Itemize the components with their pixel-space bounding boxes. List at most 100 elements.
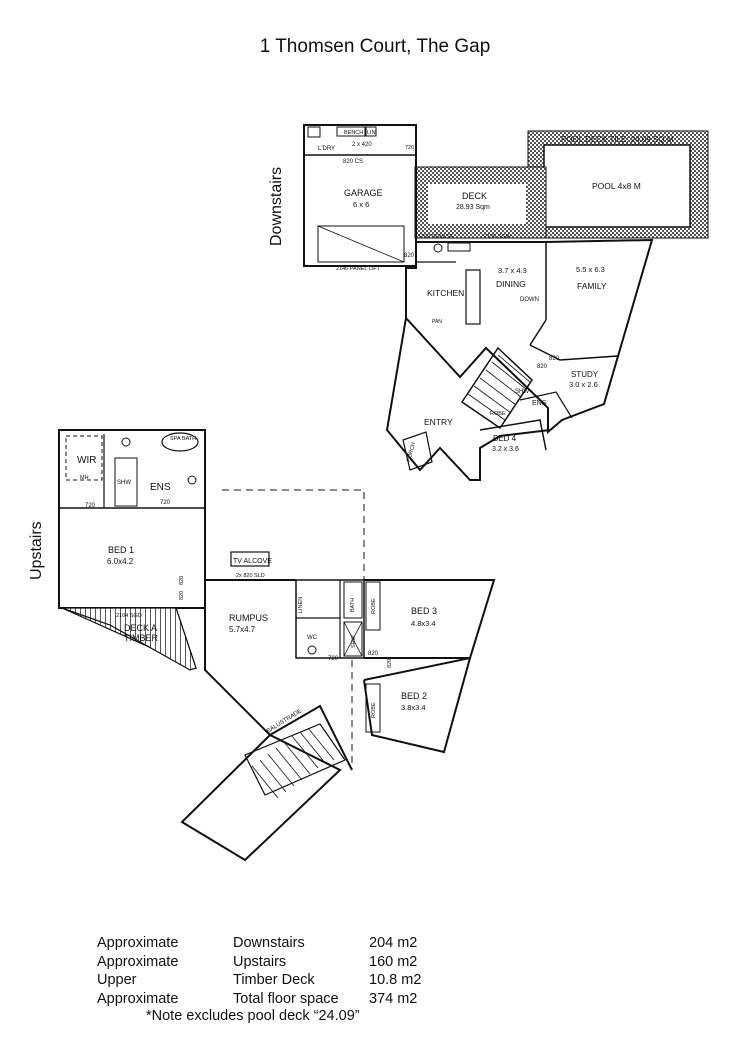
upstairs-text: WIR MH SPA BATH SHW ENS 720 720 BED 1 6.… — [77, 436, 437, 735]
pool-deck-note: *Note excludes pool deck “24.09” — [146, 1008, 360, 1024]
porch-box — [402, 431, 433, 471]
sld-label: 2x 820 SLD — [236, 573, 265, 579]
pool — [543, 144, 691, 228]
garage-label: GARAGE — [344, 188, 383, 198]
bed3-dim: 4.8x3.4 — [411, 619, 436, 628]
ens-label-up: ENS — [150, 482, 171, 493]
pool-label: POOL 4x8 M — [592, 181, 641, 191]
summary-area-name: Total floor space — [233, 990, 339, 1007]
wir-rail — [65, 435, 103, 481]
down-label: DOWN — [520, 297, 539, 303]
summary-area-name: Downstairs — [233, 935, 305, 951]
summary-row: Upper Timber Deck 10.8 m2 — [97, 971, 449, 990]
mh-label: MH — [80, 475, 89, 481]
lin-label: LIN — [367, 130, 376, 136]
bath-tub — [343, 581, 363, 619]
pool-deck-label: POOL DECK TILE: 24.09 SQ M — [561, 135, 674, 144]
bed2-walls — [363, 656, 472, 754]
dining-dim: 3.7 x 4.3 — [498, 266, 527, 275]
kitchen-island — [465, 269, 481, 325]
door-820-b: 820 — [549, 356, 560, 362]
bed2-label: BED 2 — [401, 691, 427, 701]
sgw-label: 1200 SGW SF — [418, 234, 454, 240]
entry-label: ENTRY — [424, 417, 453, 427]
ldry-label: L'DRY — [318, 146, 335, 152]
bed1-dim: 6.0x4.2 — [107, 557, 134, 566]
door-720-wir: 720 — [85, 503, 96, 509]
summary-area-value: 160 m2 — [369, 953, 418, 970]
summary-qualifier: Upper — [97, 972, 137, 989]
robe-bed2 — [365, 683, 381, 733]
study-dim: 3.0 x 2.6 — [569, 380, 598, 389]
summary-qualifier: Approximate — [97, 935, 179, 951]
deck-dim: 28.93 Sqm — [456, 204, 490, 211]
summary-area-value: 10.8 m2 — [369, 972, 422, 989]
summary-area-value: 204 m2 — [369, 935, 418, 951]
door-820-a: 820 — [404, 253, 415, 259]
spa-bath-tub — [161, 432, 199, 452]
summary-area-value: 374 m2 — [369, 990, 418, 1007]
wc-label: WC — [307, 635, 318, 641]
upstairs-plan — [58, 429, 496, 862]
balustrade-label: BALUSTRADE — [266, 708, 303, 734]
door-720-wc: 720 — [328, 656, 339, 662]
door-820-rumpus-a: 820 — [179, 576, 185, 585]
summary-area-name: Upstairs — [233, 953, 287, 970]
bed3-walls — [364, 579, 496, 659]
rumpus-dim: 5.7x4.7 — [229, 625, 256, 634]
plan-title: 1 Thomsen Court, The Gap — [259, 36, 491, 57]
family-label: FAMILY — [577, 281, 607, 291]
cs-label: 820 CS — [343, 159, 363, 165]
linen-label: LINEN — [298, 597, 304, 613]
summary-qualifier: Approximate — [97, 953, 179, 970]
deck-label: DECK — [462, 191, 487, 201]
kitchen-label: KITCHEN — [427, 288, 464, 298]
sgd-label: 2104 SGD — [116, 613, 142, 619]
bed3-label: BED 3 — [411, 606, 437, 616]
tv-alcove-label: TV ALCOVE — [233, 558, 272, 565]
pan-label: PAN — [432, 319, 442, 325]
ens-label-down: ENS — [532, 400, 547, 407]
garage-block — [303, 124, 417, 267]
downstairs-text: BENCH LIN L'DRY 2 x 420 820 CS 720 GARAG… — [318, 130, 674, 463]
door-820-bed2: 820 — [387, 659, 393, 668]
rumpus-label: RUMPUS — [229, 613, 268, 623]
door-820-bed3: 820 — [368, 651, 379, 657]
summary-qualifier: Approximate — [97, 990, 179, 1007]
deck-timber-label-a: DECK A — [124, 623, 157, 633]
garage-dim: 6 x 6 — [353, 200, 369, 209]
ldry-dim: 2 x 420 — [352, 142, 372, 148]
door-820-c: 820 — [537, 364, 548, 370]
panel-lift-label: 2146 PANEL LIFT — [336, 266, 381, 272]
upstairs-stair-treads — [251, 727, 335, 799]
downstairs-plan — [303, 124, 709, 481]
door-720-garage: 720 — [405, 145, 414, 151]
bench-label: BENCH — [344, 130, 363, 136]
upstairs-stair-run — [180, 733, 342, 862]
bath-label: BATH — [350, 598, 356, 612]
summary-row: Approximate Total floor space 374 m2 — [97, 990, 449, 1009]
sgw2-label: 2136 SGW — [484, 234, 512, 240]
door-820-rumpus-b: 820 — [179, 591, 185, 600]
bed4-label: BED 4 — [493, 434, 517, 443]
downstairs-stair-treads — [467, 354, 531, 421]
downstairs-stair — [460, 346, 533, 430]
wir-label: WIR — [77, 455, 96, 466]
deck-timber-label-b: TIMBER — [124, 633, 159, 643]
bathroom-block — [295, 579, 365, 659]
summary-row: Approximate Upstairs 160 m2 — [97, 953, 449, 972]
porch-label: PORCH — [406, 442, 417, 463]
summary-row: Approximate Downstairs 204 m2 — [97, 934, 449, 953]
shw-label-down: SHW — [515, 389, 529, 395]
tv-alcove — [230, 551, 270, 567]
robe-bed3-label: ROBE — [371, 598, 377, 614]
summary-area-name: Timber Deck — [233, 972, 315, 989]
bed1-label: BED 1 — [108, 545, 134, 555]
robe-bed3 — [365, 581, 381, 631]
bed4-dim: 3.2 x 3.6 — [492, 446, 519, 453]
robe-bed2-label: ROBE — [371, 702, 377, 718]
house-outline — [405, 238, 654, 435]
